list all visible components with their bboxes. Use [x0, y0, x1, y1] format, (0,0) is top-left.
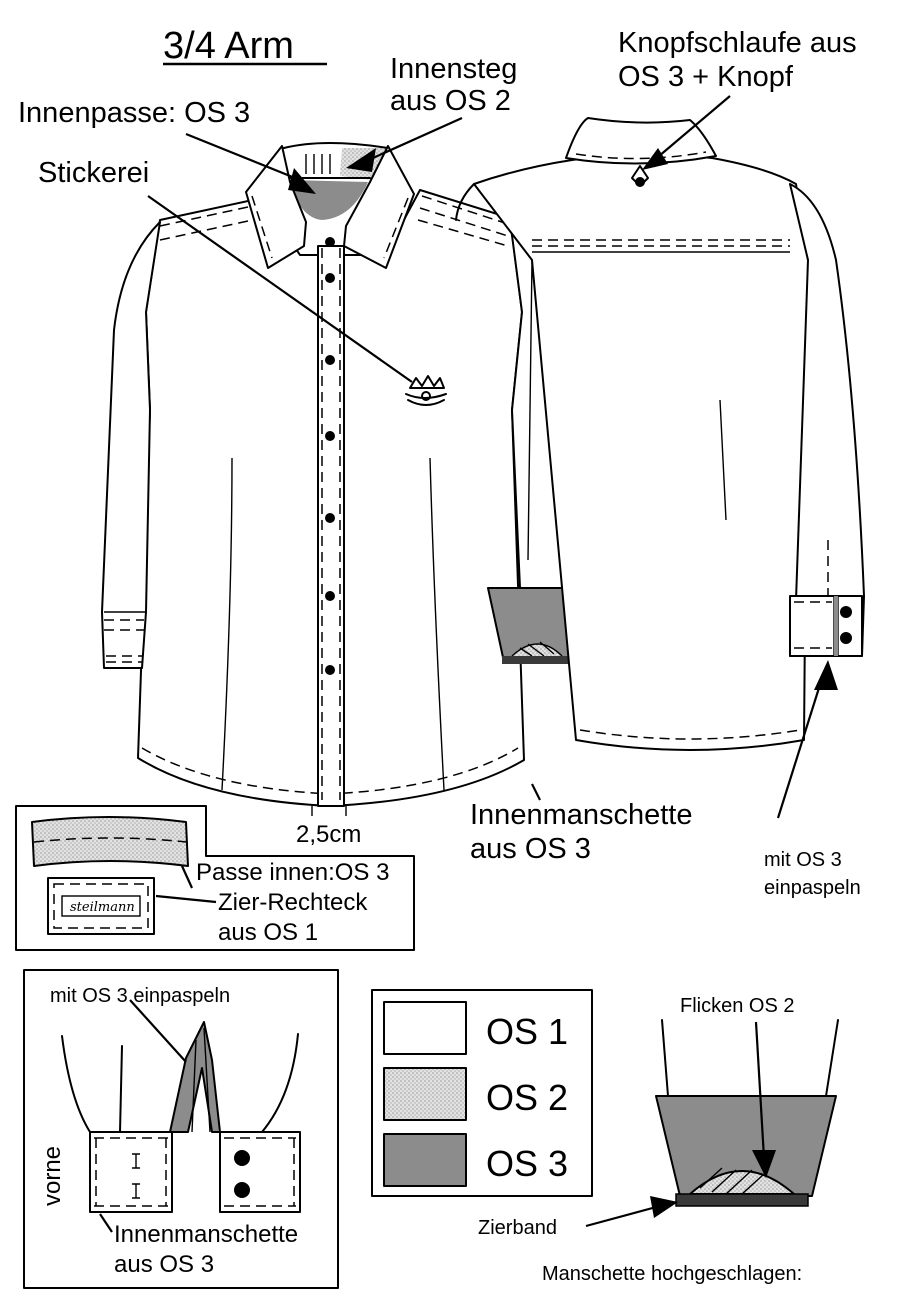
legend-label-os1: OS 1: [486, 1011, 568, 1052]
back-collar: [565, 117, 717, 165]
brand-label-text: steilmann: [70, 900, 135, 915]
button: [325, 431, 335, 441]
button: [325, 237, 335, 247]
label-einpaspeln-detail: mit OS 3 einpaspeln: [50, 985, 230, 1007]
cuff-button: [840, 632, 852, 644]
label-knopfschlaufe-1: Knopfschlaufe aus: [618, 27, 857, 59]
label-vorne: vorne: [39, 1146, 66, 1206]
yoke-detail-inset: steilmann: [15, 805, 415, 951]
front-shirt: [101, 142, 579, 816]
label-knopfschlaufe-2: OS 3 + Knopf: [618, 61, 794, 93]
brand-label-rect: [47, 877, 155, 935]
cuff-detail-os3: [655, 1095, 837, 1197]
front-buttons: [325, 237, 335, 675]
label-passe-innen: Passe innen:OS 3: [196, 859, 389, 886]
label-einpaspeln-back-1: mit OS 3: [764, 849, 842, 871]
button: [325, 665, 335, 675]
inset-yoke-os3: [31, 816, 189, 867]
front-left-sleeve: [101, 221, 161, 669]
button: [325, 355, 335, 365]
label-zier-rechteck-1: Zier-Rechteck: [218, 889, 368, 916]
fabric-legend: OS 1 OS 2 OS 3: [371, 989, 593, 1197]
label-manschette: Manschette hochgeschlagen:: [542, 1263, 802, 1285]
legend-swatch-os3: [383, 1133, 467, 1187]
zierband-strip: [675, 1193, 809, 1207]
embroidery-motif-icon: [405, 375, 447, 406]
label-stickerei: Stickerei: [38, 157, 149, 189]
cuff-button: [234, 1150, 250, 1166]
cuff-button: [840, 606, 852, 618]
button: [325, 591, 335, 601]
label-placket-width: 2,5cm: [296, 821, 361, 848]
label-innenmanschette-back-2: aus OS 3: [470, 833, 591, 865]
label-innenmanschette-detail-2: aus OS 3: [114, 1251, 214, 1278]
label-innensteg-1: Innensteg: [390, 53, 517, 85]
back-shirt: [455, 117, 865, 751]
legend-label-os2: OS 2: [486, 1077, 568, 1118]
cuff-button: [234, 1182, 250, 1198]
cuff-front-left: [89, 1131, 173, 1213]
legend-swatch-os1: [383, 1001, 467, 1055]
title: 3/4 Arm: [163, 25, 294, 67]
label-zierband: Zierband: [478, 1217, 557, 1239]
label-innenmanschette-detail-1: Innenmanschette: [114, 1221, 298, 1248]
back-right-sleeve: [789, 183, 865, 657]
leader-arrows: [147, 95, 838, 819]
label-zier-rechteck-2: aus OS 1: [218, 919, 318, 946]
label-innenmanschette-back-1: Innenmanschette: [470, 799, 692, 831]
legend-label-os3: OS 3: [486, 1143, 568, 1184]
label-innenpasse: Innenpasse: OS 3: [18, 97, 250, 129]
button: [325, 273, 335, 283]
cuff-detail-inset: [23, 969, 339, 1289]
label-innensteg-2: aus OS 2: [390, 85, 511, 117]
cuff-front-right: [219, 1131, 301, 1213]
cuff-turned-up-detail: [585, 1019, 839, 1228]
label-einpaspeln-back-2: einpaspeln: [764, 877, 861, 899]
back-button-loop: [631, 165, 649, 187]
collar-left-point: [245, 145, 307, 269]
button: [325, 513, 335, 523]
back-cuff: [789, 595, 863, 657]
label-flicken: Flicken OS 2: [680, 995, 794, 1017]
legend-swatch-os2: [383, 1067, 467, 1121]
